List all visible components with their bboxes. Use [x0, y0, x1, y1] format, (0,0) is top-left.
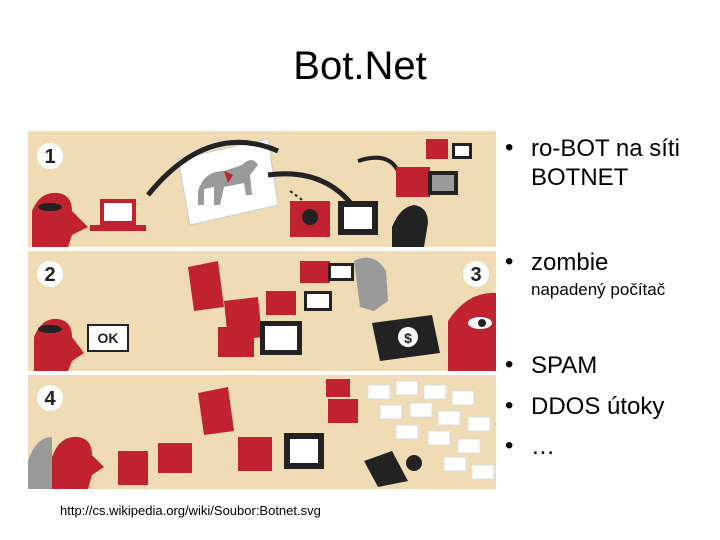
- bullet-dot: •: [505, 351, 514, 378]
- bullet-dot: •: [505, 392, 514, 419]
- figure-caption: http://cs.wikipedia.org/wiki/Soubor:Botn…: [60, 503, 321, 518]
- step-4-number: 4: [44, 388, 56, 410]
- bullet-text: …: [531, 433, 555, 460]
- step-2-number: 2: [44, 264, 55, 286]
- bullet-dot: •: [505, 248, 514, 275]
- ok-label: OK: [98, 330, 119, 346]
- money-symbol: $: [404, 330, 412, 346]
- panel-step-1: 1: [28, 131, 496, 247]
- bullet-subtext: napadený počítač: [531, 280, 666, 299]
- bullet-dot: •: [505, 432, 514, 459]
- step-3-number: 3: [470, 264, 481, 286]
- bullet-text: SPAM: [531, 352, 598, 379]
- bullet-dot: •: [505, 134, 514, 161]
- panel-step-2-3: 2 3 OK $: [28, 251, 496, 371]
- bullet-text: DDOS útoky: [531, 393, 665, 420]
- step-1-number: 1: [44, 146, 55, 168]
- bullet-text-line-1: ro-BOT na síti: [531, 135, 680, 162]
- bullet-text-line-2: BOTNET: [531, 164, 629, 191]
- bullet-text: zombie: [531, 249, 609, 276]
- panel-step-4: 4: [28, 375, 496, 489]
- slide-title: Bot.Net: [293, 44, 427, 88]
- botnet-illustration: 1 2 3: [28, 131, 496, 489]
